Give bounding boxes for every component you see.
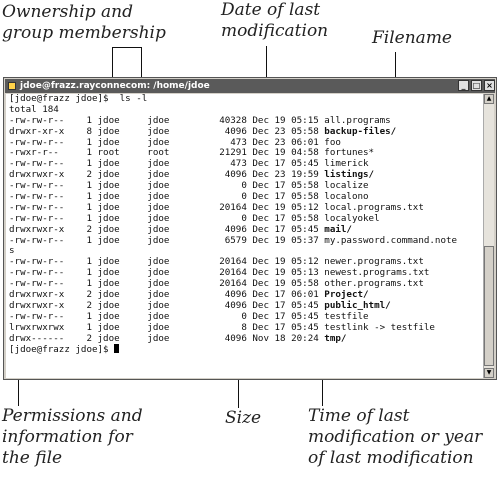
entry-metadata: -rw-rw-r-- 1 jdoe jdoe 0 Dec 17 05:58 bbox=[9, 191, 325, 203]
leader-size bbox=[238, 370, 239, 408]
leader-date bbox=[266, 46, 267, 103]
file-entry-row: drwx------ 2 jdoe jdoe 4096 Nov 18 20:24… bbox=[6, 332, 483, 345]
leader-time bbox=[322, 370, 323, 406]
entry-filename: other.programs.txt bbox=[324, 278, 424, 290]
final-prompt-line[interactable]: [jdoe@frazz jdoe]$ bbox=[6, 344, 483, 355]
entry-metadata: lrwxrwxrwx 1 jdoe jdoe 8 Dec 17 05:45 bbox=[9, 321, 325, 333]
entry-metadata: drwxrwxr-x 2 jdoe jdoe 4096 Dec 17 05:45 bbox=[9, 223, 325, 235]
file-listing: -rw-rw-r-- 1 jdoe jdoe 40328 Dec 19 05:1… bbox=[6, 114, 483, 345]
entry-filename: backup-files/ bbox=[324, 125, 397, 137]
terminal-output[interactable]: [jdoe@frazz jdoe]$ ls -l total 184 -rw-r… bbox=[6, 94, 483, 378]
callout-size: Size bbox=[225, 408, 262, 428]
file-entry-row: -rw-rw-r-- 1 jdoe jdoe 20164 Dec 19 05:5… bbox=[6, 278, 483, 290]
entry-metadata: -rw-rw-r-- 1 jdoe jdoe 20164 Dec 19 05:1… bbox=[9, 256, 325, 268]
file-entry-row: -rw-rw-r-- 1 jdoe jdoe 6579 Dec 19 05:37… bbox=[6, 234, 483, 247]
terminal-window: jdoe@frazz.rayconnecom: /home/jdoe _ □ ×… bbox=[3, 77, 497, 380]
callout-ownership: Ownership and group membership bbox=[2, 2, 166, 43]
prompt-line: [jdoe@frazz jdoe]$ ls -l bbox=[9, 94, 148, 104]
entry-metadata: -rw-rw-r-- 1 jdoe jdoe 20164 Dec 19 05:1… bbox=[9, 201, 325, 213]
file-entry-row: -rw-rw-r-- 1 jdoe jdoe 20164 Dec 19 05:1… bbox=[6, 267, 483, 279]
entry-metadata: -rw-rw-r-- 1 jdoe jdoe 473 Dec 17 05:45 bbox=[9, 158, 325, 170]
callout-time: Time of last modification or year of las… bbox=[308, 406, 483, 468]
vertical-scrollbar[interactable]: ▲ ▼ bbox=[483, 94, 494, 378]
final-prompt: [jdoe@frazz jdoe]$ bbox=[9, 344, 115, 356]
maximize-button[interactable]: □ bbox=[471, 80, 482, 91]
entry-filename: newest.programs.txt bbox=[324, 267, 430, 279]
title-bar[interactable]: jdoe@frazz.rayconnecom: /home/jdoe _ □ × bbox=[5, 79, 495, 93]
entry-metadata: drwx------ 2 jdoe jdoe 4096 Nov 18 20:24 bbox=[9, 332, 325, 344]
entry-metadata: drwxrwxr-x 2 jdoe jdoe 4096 Dec 17 06:01 bbox=[9, 289, 325, 301]
file-entry-row: -rw-rw-r-- 1 jdoe jdoe 0 Dec 17 05:45 te… bbox=[6, 310, 483, 323]
entry-metadata: -rw-rw-r-- 1 jdoe jdoe 20164 Dec 19 05:1… bbox=[9, 267, 325, 279]
file-entry-row: -rw-rw-r-- 1 jdoe jdoe 0 Dec 17 05:58 lo… bbox=[6, 191, 483, 203]
file-entry-row: -rwxr-r-- 1 root root 21291 Dec 19 04:58… bbox=[6, 148, 483, 159]
total-line: total 184 bbox=[9, 103, 59, 115]
file-entry-row: drwxrwxr-x 2 jdoe jdoe 4096 Dec 17 05:45… bbox=[6, 223, 483, 236]
scroll-down-arrow-icon[interactable]: ▼ bbox=[484, 368, 494, 378]
callout-filename: Filename bbox=[372, 28, 452, 48]
entry-filename: localono bbox=[324, 191, 369, 203]
file-entry-row: -rw-rw-r-- 1 jdoe jdoe 473 Dec 17 05:45 … bbox=[6, 158, 483, 170]
entry-filename: tmp/ bbox=[324, 332, 347, 344]
file-entry-row: drwxrwxr-x 2 jdoe jdoe 4096 Dec 23 19:59… bbox=[6, 169, 483, 181]
leader-ownership-left bbox=[112, 47, 113, 103]
entry-metadata: -rw-rw-r-- 1 jdoe jdoe 6579 Dec 19 05:37 bbox=[9, 234, 325, 246]
file-entry-row: lrwxrwxrwx 1 jdoe jdoe 8 Dec 17 05:45 te… bbox=[6, 321, 483, 334]
text-cursor bbox=[114, 344, 120, 354]
entry-filename: listings/ bbox=[324, 169, 375, 181]
file-entry-row: -rw-rw-r-- 1 jdoe jdoe 0 Dec 17 05:58 lo… bbox=[6, 180, 483, 192]
file-entry-row: drwxr-xr-x 8 jdoe jdoe 4096 Dec 23 05:58… bbox=[6, 125, 483, 138]
entry-metadata: -rw-rw-r-- 1 jdoe jdoe 0 Dec 17 05:58 bbox=[9, 212, 325, 224]
entry-filename: fortunes* bbox=[324, 147, 375, 159]
minimize-button[interactable]: _ bbox=[458, 80, 469, 91]
entry-metadata: drwxrwxr-x 2 jdoe jdoe 4096 Dec 23 19:59 bbox=[9, 169, 325, 181]
entry-metadata: -rw-rw-r-- 1 jdoe jdoe 40328 Dec 19 05:1… bbox=[9, 114, 325, 126]
entry-filename: localize bbox=[324, 180, 369, 192]
wrapped-text-line: s bbox=[9, 245, 15, 257]
entry-filename: testlink -> testfile bbox=[324, 321, 435, 333]
entry-filename: mail/ bbox=[324, 223, 352, 235]
terminal-app-icon bbox=[8, 82, 16, 90]
file-entry-row: -rw-rw-r-- 1 jdoe jdoe 40328 Dec 19 05:1… bbox=[6, 114, 483, 127]
entry-filename: public_html/ bbox=[324, 299, 391, 311]
callout-date: Date of last modification bbox=[221, 0, 329, 41]
entry-metadata: drwxr-xr-x 8 jdoe jdoe 4096 Dec 23 05:58 bbox=[9, 125, 325, 137]
file-entry-row: -rw-rw-r-- 1 jdoe jdoe 0 Dec 17 05:58 lo… bbox=[6, 212, 483, 225]
entry-filename: Project/ bbox=[324, 289, 369, 301]
leader-ownership-bracket bbox=[112, 47, 142, 48]
entry-metadata: drwxrwxr-x 2 jdoe jdoe 4096 Dec 17 05:45 bbox=[9, 299, 325, 311]
leader-permissions bbox=[18, 366, 19, 406]
entry-filename: my.password.command.note bbox=[324, 234, 458, 246]
callout-permissions: Permissions and information for the file bbox=[2, 406, 143, 468]
file-entry-row: -rw-rw-r-- 1 jdoe jdoe 20164 Dec 19 05:1… bbox=[6, 201, 483, 214]
entry-metadata: -rw-rw-r-- 1 jdoe jdoe 0 Dec 17 05:58 bbox=[9, 180, 325, 192]
entry-filename: all.programs bbox=[324, 114, 391, 126]
entry-metadata: -rw-rw-r-- 1 jdoe jdoe 473 Dec 23 06:01 bbox=[9, 136, 325, 148]
leader-ownership-right bbox=[141, 47, 142, 103]
entry-filename: foo bbox=[324, 136, 341, 148]
entry-filename: localyokel bbox=[324, 212, 380, 224]
entry-metadata: -rwxr-r-- 1 root root 21291 Dec 19 04:58 bbox=[9, 147, 325, 159]
file-entry-row: -rw-rw-r-- 1 jdoe jdoe 20164 Dec 19 05:1… bbox=[6, 256, 483, 268]
entry-filename: newer.programs.txt bbox=[324, 256, 424, 268]
scroll-up-arrow-icon[interactable]: ▲ bbox=[484, 94, 494, 104]
file-entry-row: drwxrwxr-x 2 jdoe jdoe 4096 Dec 17 06:01… bbox=[6, 289, 483, 301]
entry-filename: limerick bbox=[324, 158, 369, 170]
entry-filename: testfile bbox=[324, 310, 369, 322]
file-entry-row: drwxrwxr-x 2 jdoe jdoe 4096 Dec 17 05:45… bbox=[6, 299, 483, 312]
window-title: jdoe@frazz.rayconnecom: /home/jdoe bbox=[20, 81, 210, 91]
entry-metadata: -rw-rw-r-- 1 jdoe jdoe 0 Dec 17 05:45 bbox=[9, 310, 325, 322]
close-button[interactable]: × bbox=[484, 80, 495, 91]
scrollbar-thumb[interactable] bbox=[484, 246, 494, 366]
file-entry-row: -rw-rw-r-- 1 jdoe jdoe 473 Dec 23 06:01 … bbox=[6, 136, 483, 149]
entry-filename: local.programs.txt bbox=[324, 201, 424, 213]
entry-metadata: -rw-rw-r-- 1 jdoe jdoe 20164 Dec 19 05:5… bbox=[9, 278, 325, 290]
